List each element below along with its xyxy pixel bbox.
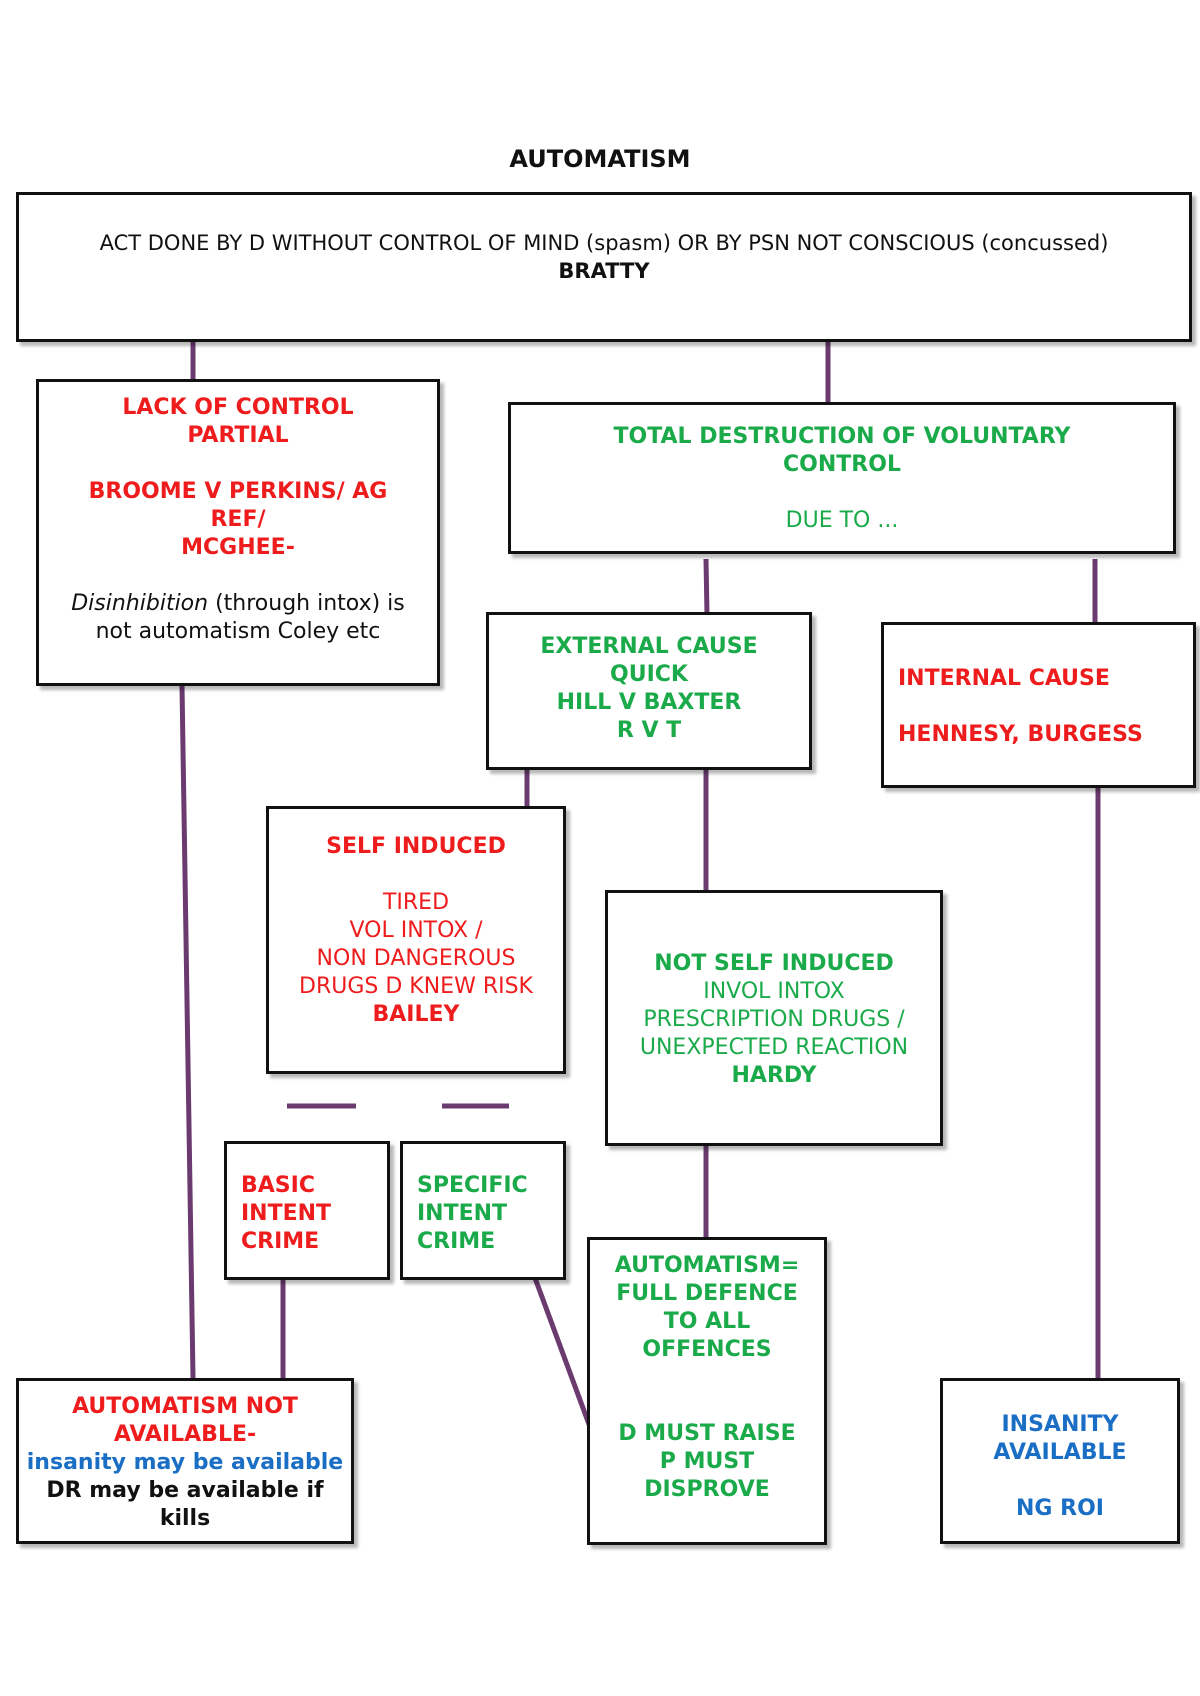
self-line-3: NON DANGEROUS [316,946,516,971]
insanity-box: INSANITY AVAILABLE NG ROI [940,1378,1180,1544]
definition-box: ACT DONE BY D WITHOUT CONTROL OF MIND (s… [16,192,1192,342]
internal-line-1: INTERNAL CAUSE [898,666,1110,691]
notself-line-2: PRESCRIPTION DRUGS / [643,1007,905,1032]
lack-note-rest: (through intox) is [208,591,405,616]
notself-line-3: UNEXPECTED REACTION [639,1035,909,1060]
self-case: BAILEY [372,1002,460,1027]
external-cause-box: EXTERNAL CAUSE QUICK HILL V BAXTER R V T [486,612,812,770]
not-available-box: AUTOMATISM NOT AVAILABLE- insanity may b… [16,1378,354,1544]
specific-intent-box: SPECIFIC INTENT CRIME [400,1141,566,1280]
diagram-title: AUTOMATISM [509,145,691,173]
full-defence-box: AUTOMATISM= FULL DEFENCE TO ALL OFFENCES… [587,1237,827,1545]
notself-line-1: INVOL INTOX [703,979,845,1004]
self-line-4: DRUGS D KNEW RISK [299,974,533,999]
lack-case-3: MCGHEE- [181,535,295,560]
full-line-7: DISPROVE [644,1477,770,1502]
lack-note-line-2: not automatism Coley etc [95,619,381,644]
full-line-2: FULL DEFENCE [616,1281,798,1306]
lack-note-italic: Disinhibition [71,591,209,616]
external-line-4: R V T [616,718,682,743]
self-heading: SELF INDUCED [326,834,506,859]
external-line-2: QUICK [610,662,688,687]
specific-line-3: CRIME [417,1229,496,1254]
lack-of-control-box: LACK OF CONTROL PARTIAL BROOME V PERKINS… [36,379,440,686]
external-line-3: HILL V BAXTER [556,690,742,715]
total-destruction-box: TOTAL DESTRUCTION OF VOLUNTARY CONTROL D… [508,402,1176,554]
full-line-1: AUTOMATISM= [614,1253,800,1278]
notavail-line-4: DR may be available if [46,1478,324,1503]
total-line-3: DUE TO ... [785,508,899,533]
insanity-line-1: INSANITY [1001,1412,1119,1437]
not-self-induced-box: NOT SELF INDUCED INVOL INTOX PRESCRIPTIO… [605,890,943,1146]
full-line-5: D MUST RAISE [618,1421,796,1446]
lack-heading-2: PARTIAL [187,423,289,448]
full-line-4: OFFENCES [642,1337,772,1362]
basic-line-2: INTENT [241,1201,332,1226]
basic-intent-box: BASIC INTENT CRIME [224,1141,390,1280]
total-line-2: CONTROL [783,452,901,477]
self-line-1: TIRED [382,890,450,915]
insanity-line-3: NG ROI [1016,1496,1104,1521]
notavail-line-2: AVAILABLE- [113,1422,257,1447]
lack-case-2: REF/ [210,507,266,532]
internal-cause-box: INTERNAL CAUSE HENNESY, BURGESS [881,622,1196,788]
connector-total-to-external [703,558,710,616]
insanity-line-2: AVAILABLE [993,1440,1127,1465]
connector-lack-to-notavailable [179,685,196,1379]
external-line-1: EXTERNAL CAUSE [540,634,758,659]
total-line-1: TOTAL DESTRUCTION OF VOLUNTARY [613,424,1071,449]
specific-line-1: SPECIFIC [417,1173,528,1198]
full-line-3: TO ALL [663,1309,751,1334]
lack-note-line-1: Disinhibition (through intox) is [39,590,437,618]
definition-text: ACT DONE BY D WITHOUT CONTROL OF MIND (s… [99,231,1109,255]
lack-case-1: BROOME V PERKINS/ AG [88,479,388,504]
basic-line-3: CRIME [241,1229,320,1254]
lack-heading-1: LACK OF CONTROL [122,395,354,420]
notself-case: HARDY [731,1063,817,1088]
self-line-2: VOL INTOX / [349,918,483,943]
notavail-line-3: insanity may be available [26,1450,344,1475]
full-line-6: P MUST [659,1449,755,1474]
notself-heading: NOT SELF INDUCED [654,951,894,976]
notavail-line-1: AUTOMATISM NOT [72,1394,298,1419]
self-induced-box: SELF INDUCED TIRED VOL INTOX / NON DANGE… [266,806,566,1074]
notavail-line-5: kills [159,1506,211,1531]
internal-line-2: HENNESY, BURGESS [898,722,1143,747]
specific-line-2: INTENT [417,1201,508,1226]
connector-specific-to-fulldefence [532,1277,593,1428]
basic-line-1: BASIC [241,1173,315,1198]
definition-case: BRATTY [558,259,650,283]
